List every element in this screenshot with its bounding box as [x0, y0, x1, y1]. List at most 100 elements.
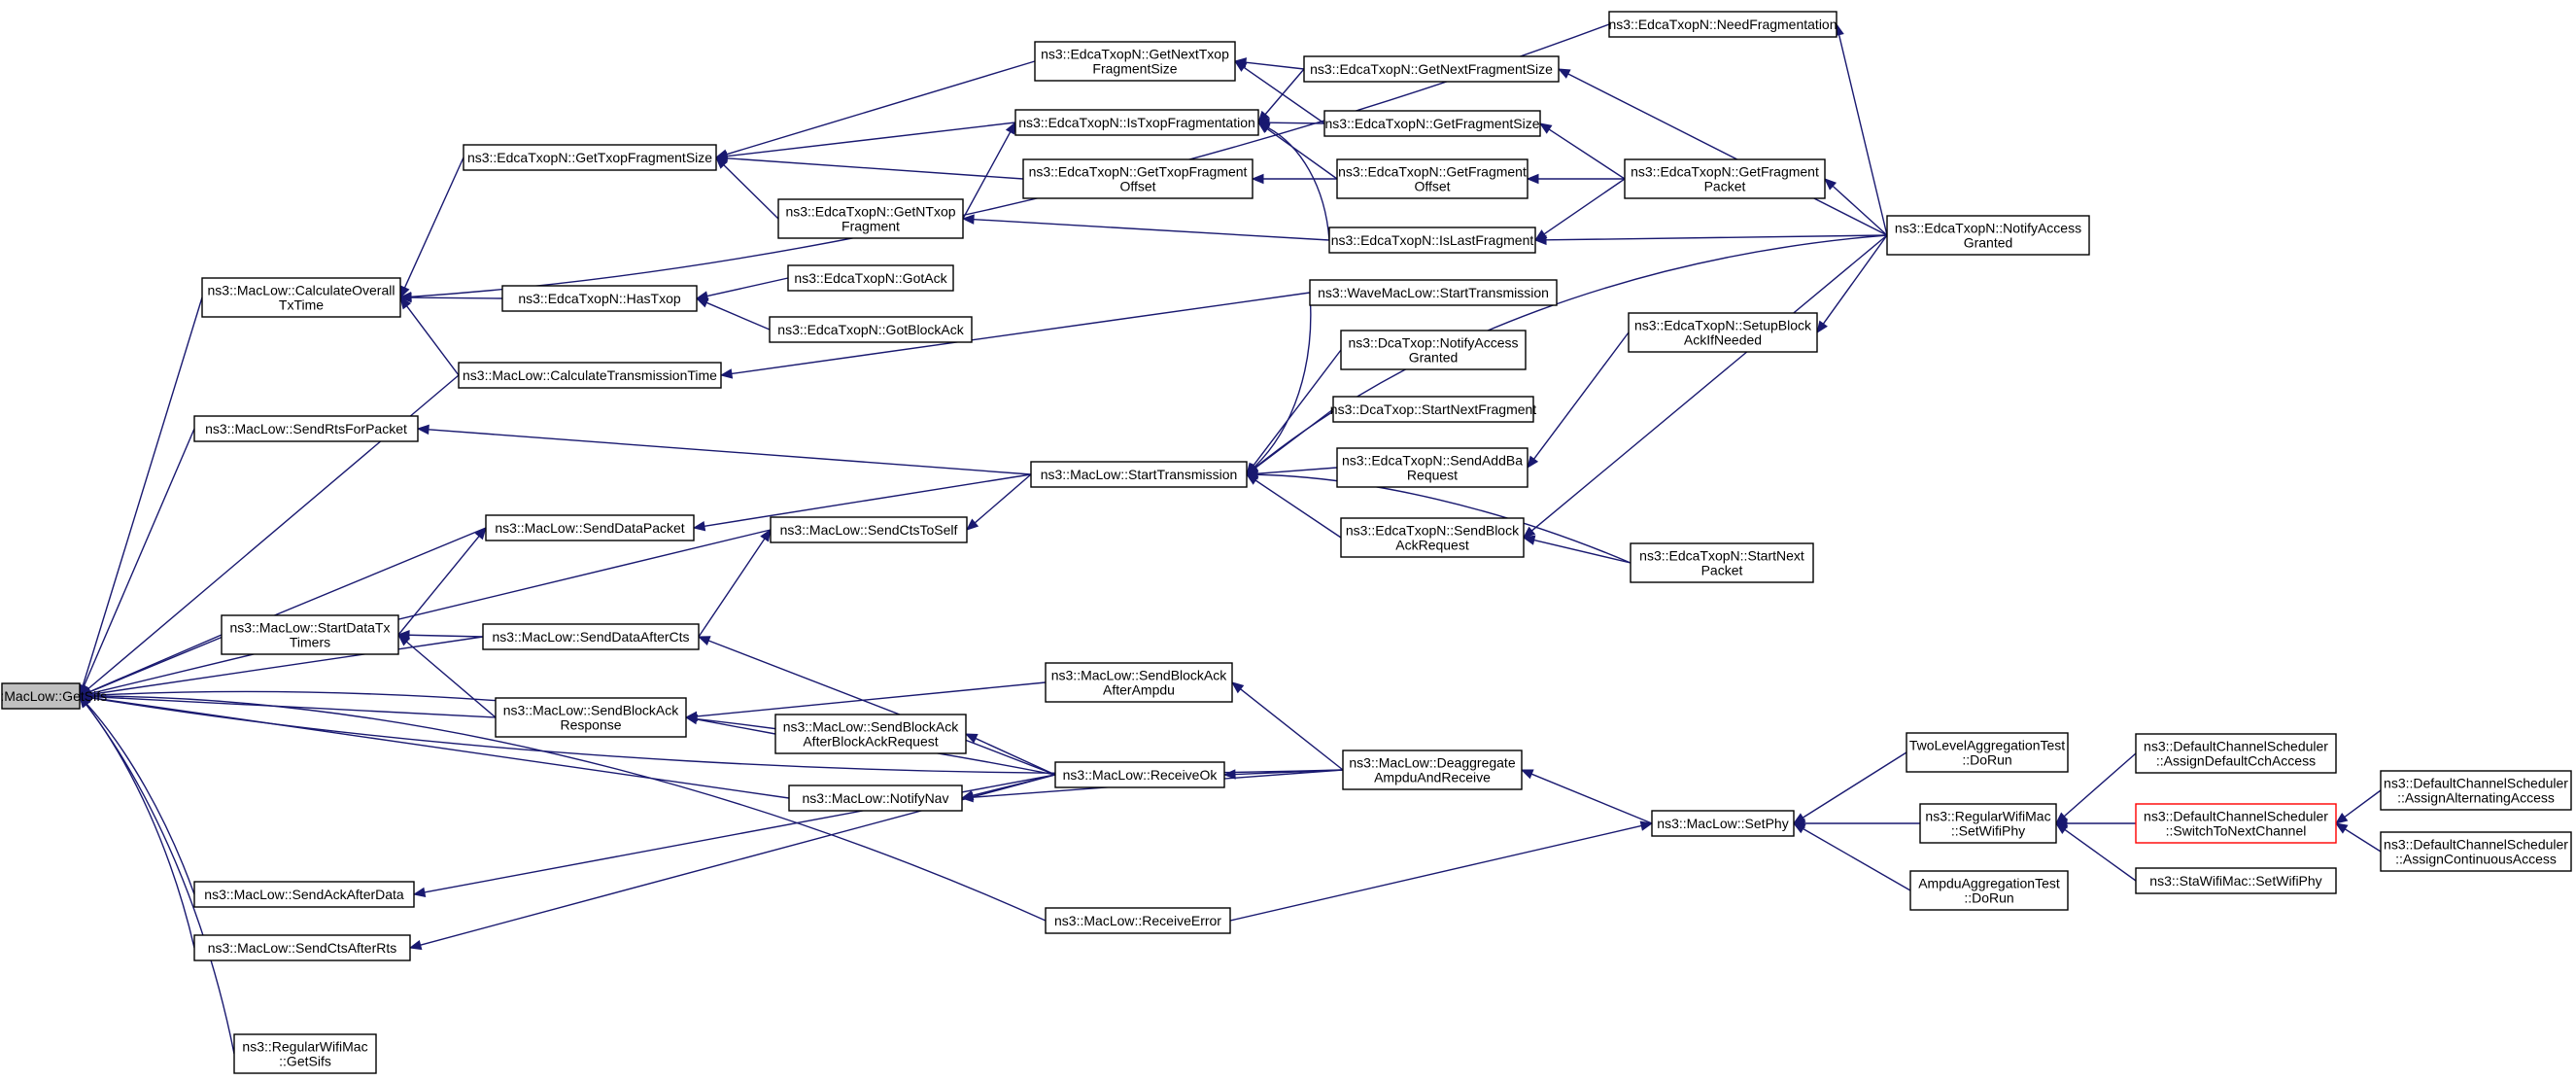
node-assignalternating[interactable]: ns3::DefaultChannelScheduler::AssignAlte…: [2380, 770, 2572, 811]
node-regwifimacsetwifiphy[interactable]: ns3::RegularWifiMac::SetWifiPhy: [1919, 803, 2057, 844]
node-sendctsafterrts[interactable]: ns3::MacLow::SendCtsAfterRts: [193, 934, 411, 961]
node-switchtonextchannel[interactable]: ns3::DefaultChannelScheduler::SwitchToNe…: [2135, 803, 2337, 844]
edge-line: [1234, 769, 1344, 776]
node-hastxop[interactable]: ns3::EdcaTxopN::HasTxop: [501, 285, 698, 312]
edge-line: [89, 695, 1047, 922]
node-sendrtsforpacket[interactable]: ns3::MacLow::SendRtsForPacket: [193, 415, 419, 442]
node-label: Offset: [1119, 179, 1155, 194]
node-label: ::DoRun: [1962, 752, 2011, 768]
edge-line: [974, 473, 1032, 524]
node-twolevelaggdorun[interactable]: TwoLevelAggregationTest::DoRun: [1906, 732, 2069, 773]
edge-line: [1533, 331, 1630, 460]
node-assigndefaultcch[interactable]: ns3::DefaultChannelScheduler::AssignDefa…: [2135, 733, 2337, 774]
node-label: ns3::MacLow::CalculateTransmissionTime: [463, 367, 717, 383]
node-needfragmentation[interactable]: ns3::EdcaTxopN::NeedFragmentation: [1608, 11, 1838, 38]
edge-line: [410, 296, 503, 299]
edge-sendblockackrequest-to-starttransmission: [1245, 473, 1342, 539]
node-label: ns3::MacLow::ReceiveOk: [1063, 767, 1219, 783]
edge-line: [705, 301, 771, 331]
node-label: ns3::MacLow::SendCtsToSelf: [780, 522, 958, 538]
node-dcatxopstartnextfragment[interactable]: ns3::DcaTxop::StartNextFragment: [1330, 396, 1537, 423]
node-getfragmentsize[interactable]: ns3::EdcaTxopN::GetFragmentSize: [1323, 110, 1541, 137]
node-assigncontinuous[interactable]: ns3::DefaultChannelScheduler::AssignCont…: [2380, 831, 2572, 872]
edge-line: [397, 536, 480, 636]
node-istxopfragmentation[interactable]: ns3::EdcaTxopN::IsTxopFragmentation: [1014, 109, 1259, 136]
edge-line: [962, 131, 1012, 220]
node-receiveerror[interactable]: ns3::MacLow::ReceiveError: [1045, 907, 1231, 934]
node-box: [1906, 732, 2069, 773]
node-senddataaftercts[interactable]: ns3::MacLow::SendDataAfterCts: [482, 623, 700, 650]
node-gotblockack[interactable]: ns3::EdcaTxopN::GotBlockAck: [769, 316, 973, 343]
node-box: [1054, 761, 1225, 788]
node-label: ns3::EdcaTxopN::IsTxopFragmentation: [1018, 115, 1255, 130]
node-regwifimacgetsifs[interactable]: ns3::RegularWifiMac::GetSifs: [233, 1033, 377, 1074]
edge-line: [1567, 73, 1888, 236]
edge-gettxopfragmentoffset-to-gettxopfragmentsize: [714, 153, 1024, 180]
edge-line: [88, 634, 223, 693]
node-label: ns3::MacLow::SendDataAfterCts: [492, 629, 689, 645]
edge-arrowhead: [1557, 68, 1571, 79]
node-notifynav[interactable]: ns3::MacLow::NotifyNav: [788, 785, 963, 812]
node-label: ns3::EdcaTxopN::GetTxopFragmentSize: [467, 150, 712, 165]
edge-deaggregateampdu-to-sendblockackafterampdu: [1230, 681, 1344, 771]
node-label: ns3::EdcaTxopN::IsLastFragment: [1331, 232, 1534, 248]
node-label: FragmentSize: [1092, 61, 1177, 77]
node-islastfragment[interactable]: ns3::EdcaTxopN::IsLastFragment: [1328, 227, 1536, 254]
edge-ampduaggdorun-to-setphy: [1792, 822, 1911, 891]
node-sendackafterdata[interactable]: ns3::MacLow::SendAckAfterData: [193, 881, 415, 908]
node-senddatapacket[interactable]: ns3::MacLow::SendDataPacket: [485, 514, 695, 541]
node-setphy[interactable]: ns3::MacLow::SetPhy: [1651, 810, 1795, 837]
node-getsifs[interactable]: ns3::MacLow::GetSifs: [0, 682, 107, 710]
node-calctransmission[interactable]: ns3::MacLow::CalculateTransmissionTime: [458, 362, 722, 389]
node-gettxopfragmentsize[interactable]: ns3::EdcaTxopN::GetTxopFragmentSize: [463, 144, 717, 171]
node-gotack[interactable]: ns3::EdcaTxopN::GotAck: [787, 264, 954, 292]
edge-line: [2344, 828, 2382, 853]
node-box: [1030, 461, 1248, 488]
edge-line: [86, 703, 195, 895]
edge-arrowhead: [1230, 681, 1245, 694]
node-label: ns3::MacLow::CalculateOverall: [208, 283, 395, 298]
node-getnextfragmentsize[interactable]: ns3::EdcaTxopN::GetNextFragmentSize: [1303, 55, 1560, 83]
node-box: [787, 264, 954, 292]
node-ampduaggdorun[interactable]: AmpduAggregationTest::DoRun: [1909, 870, 2069, 911]
edge-line: [1268, 122, 1325, 124]
node-wavemaclowstarttx[interactable]: ns3::WaveMacLow::StartTransmission: [1309, 279, 1558, 306]
node-stawifimacsetwifiphy[interactable]: ns3::StaWifiMac::SetWifiPhy: [2135, 867, 2337, 894]
node-label: TxTime: [279, 297, 324, 313]
node-label: ns3::DefaultChannelScheduler: [2144, 809, 2328, 824]
edge-line: [1243, 66, 1325, 124]
node-box: [1303, 55, 1560, 83]
node-label: ns3::EdcaTxopN::GetFragment: [1338, 164, 1527, 180]
edge-line: [726, 60, 1036, 156]
node-sendctstoself[interactable]: ns3::MacLow::SendCtsToSelf: [770, 516, 968, 543]
node-label: Timers: [290, 635, 330, 650]
edge-line: [1264, 68, 1305, 116]
node-sendblockackafterbar[interactable]: ns3::MacLow::SendBlockAckAfterBlockAckRe…: [774, 714, 967, 754]
node-receiveok[interactable]: ns3::MacLow::ReceiveOk: [1054, 761, 1225, 788]
edge-line: [1838, 34, 1888, 236]
node-box: [1045, 662, 1233, 703]
node-starttransmission[interactable]: ns3::MacLow::StartTransmission: [1030, 461, 1248, 488]
node-label: ns3::MacLow::SendDataPacket: [495, 520, 684, 536]
edge-arrowhead: [398, 292, 412, 302]
node-label: ns3::EdcaTxopN::GetNTxop: [785, 204, 955, 220]
node-label: ns3::DefaultChannelScheduler: [2384, 837, 2568, 853]
node-box: [1630, 542, 1814, 583]
